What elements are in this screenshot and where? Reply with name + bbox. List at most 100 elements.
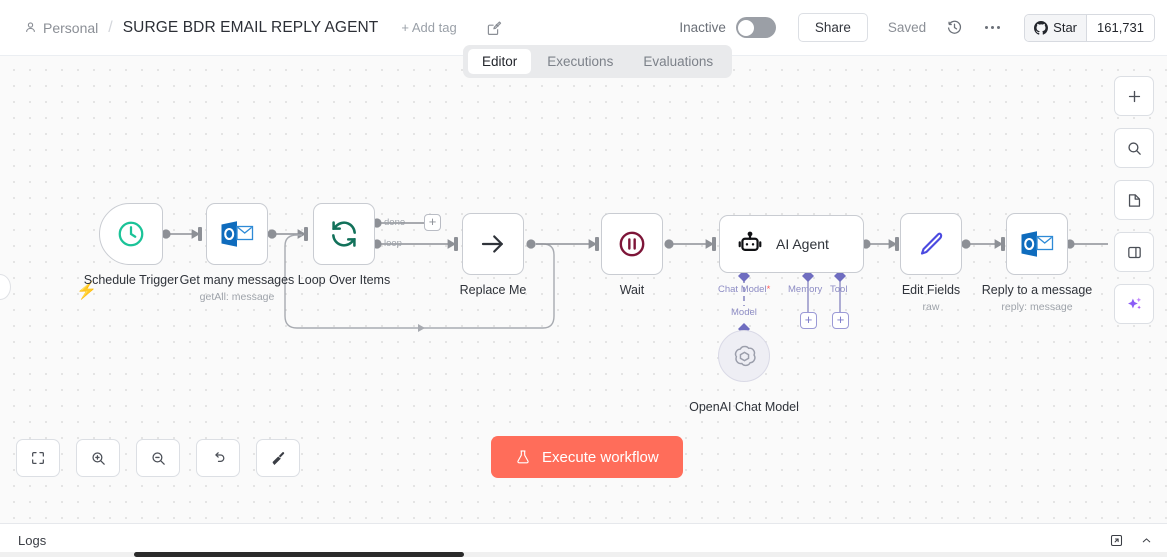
node-label: Wait <box>619 283 645 297</box>
zoom-out-icon <box>151 451 165 465</box>
save-status: Saved <box>887 20 927 35</box>
zoom-in-button[interactable] <box>76 439 120 477</box>
reset-zoom-button[interactable] <box>196 439 240 477</box>
add-tool-button[interactable]: + <box>832 312 849 329</box>
scrollbar-thumb[interactable] <box>134 552 464 557</box>
required-asterisk: * <box>766 284 771 295</box>
node-label: Replace Me <box>459 283 527 297</box>
share-button[interactable]: Share <box>797 13 868 42</box>
breadcrumb-separator: / <box>108 18 113 36</box>
trigger-bolt-icon: ⚡ <box>76 281 98 300</box>
node-loop-over-items[interactable]: Loop Over Items <box>298 203 390 287</box>
tab-executions[interactable]: Executions <box>547 54 614 69</box>
canvas-zoom-toolbar <box>16 439 300 477</box>
breadcrumb-project-label: Personal <box>43 19 99 36</box>
search-nodes-button[interactable] <box>1114 128 1154 168</box>
agent-connector-tool[interactable]: Tool <box>830 284 848 295</box>
activation-toggle[interactable] <box>735 17 776 38</box>
add-tag-button[interactable]: + Add tag <box>401 20 457 35</box>
outlook-icon <box>1021 231 1054 257</box>
breadcrumb: Personal / SURGE BDR EMAIL REPLY AGENT +… <box>24 19 502 37</box>
agent-connector-label: Chat Model <box>718 284 767 295</box>
node-body[interactable] <box>206 203 268 265</box>
port-label-loop: loop <box>384 238 402 249</box>
github-star-count: 161,731 <box>1086 14 1154 41</box>
node-wait[interactable]: Wait <box>601 213 663 297</box>
node-edit-fields[interactable]: Edit Fields raw <box>900 213 962 313</box>
add-sticky-note-button[interactable] <box>1114 180 1154 220</box>
node-get-many-messages[interactable]: Get many messages getAll: message <box>180 203 294 303</box>
node-body[interactable] <box>601 213 663 275</box>
breadcrumb-project[interactable]: Personal <box>24 20 98 36</box>
node-label: Loop Over Items <box>297 273 391 287</box>
document-icon <box>1128 193 1140 207</box>
logs-title[interactable]: Logs <box>18 533 47 548</box>
add-node-toolbar-button[interactable] <box>1114 76 1154 116</box>
horizontal-scrollbar[interactable] <box>0 552 1167 557</box>
add-memory-button[interactable]: + <box>800 312 817 329</box>
tidy-up-button[interactable] <box>256 439 300 477</box>
node-openai-chat-model[interactable]: OpenAI Chat Model <box>689 330 799 414</box>
panel-toggle-icon <box>1127 246 1141 258</box>
zoom-out-button[interactable] <box>136 439 180 477</box>
outlook-icon <box>221 221 254 247</box>
person-icon <box>26 22 35 32</box>
ai-sparkle-icon <box>1127 297 1141 309</box>
node-body[interactable]: AI Agent <box>719 215 864 273</box>
fit-view-icon <box>32 452 44 464</box>
node-label: Edit Fields <box>901 283 961 297</box>
plus-icon <box>1128 90 1140 102</box>
github-icon <box>1034 20 1049 35</box>
logs-bar[interactable]: Logs <box>0 523 1167 557</box>
page-title[interactable]: SURGE BDR EMAIL REPLY AGENT <box>122 18 379 36</box>
reset-zoom-icon <box>214 451 224 462</box>
arrow-right-icon <box>481 235 503 253</box>
node-body[interactable] <box>1006 213 1068 275</box>
node-label: OpenAI Chat Model <box>689 400 799 414</box>
node-body[interactable] <box>462 213 524 275</box>
ai-assistant-button[interactable] <box>1114 284 1154 324</box>
node-reply-to-a-message[interactable]: Reply to a message reply: message <box>982 213 1092 313</box>
header-actions: Inactive Share Saved Star 161,731 <box>679 13 1167 42</box>
add-node-button-done[interactable]: + <box>424 214 441 231</box>
openai-icon <box>734 345 756 366</box>
pause-circle-icon <box>619 231 645 257</box>
canvas-right-toolbar <box>1114 76 1154 324</box>
node-body[interactable] <box>900 213 962 275</box>
github-star-button[interactable]: Star 161,731 <box>1024 13 1155 42</box>
node-body[interactable] <box>718 330 770 382</box>
open-panel-icon[interactable] <box>1109 533 1124 548</box>
toggle-knob <box>738 19 755 36</box>
note-edit-icon[interactable] <box>486 20 502 36</box>
toggle-panel-button[interactable] <box>1114 232 1154 272</box>
node-schedule-trigger[interactable]: Schedule Trigger <box>84 203 178 287</box>
node-label: Reply to a message <box>981 283 1093 297</box>
tidy-up-broom-icon <box>272 451 284 465</box>
port-label-done: done <box>384 217 406 228</box>
node-replace-me[interactable]: Replace Me <box>460 213 526 297</box>
more-options-button[interactable] <box>985 26 1001 29</box>
activation-label: Inactive <box>679 20 726 35</box>
node-ai-agent[interactable]: AI Agent <box>719 215 864 273</box>
node-body[interactable] <box>99 203 163 265</box>
agent-connector-memory[interactable]: Memory <box>788 284 823 295</box>
editor-tabs: Editor Executions Evaluations <box>463 45 733 78</box>
execute-workflow-label: Execute workflow <box>542 448 659 466</box>
chevron-up-icon[interactable] <box>1140 534 1153 547</box>
model-link-label: Model <box>731 307 757 318</box>
tab-editor[interactable]: Editor <box>468 49 532 74</box>
robot-icon <box>738 231 762 251</box>
execute-workflow-button[interactable]: Execute workflow <box>491 436 683 478</box>
search-icon <box>1127 141 1141 155</box>
workflow-canvas[interactable]: ⚡ Schedule Trigger Get many messages <box>0 56 1167 523</box>
node-label: AI Agent <box>776 236 829 252</box>
agent-connector-chat-model[interactable]: Chat Model* <box>718 284 770 295</box>
node-body[interactable] <box>313 203 375 265</box>
node-subtitle: raw <box>922 301 940 313</box>
flask-icon <box>517 450 529 464</box>
history-clock-icon[interactable] <box>946 19 963 36</box>
github-star-left[interactable]: Star <box>1025 14 1086 41</box>
tab-evaluations[interactable]: Evaluations <box>643 54 714 69</box>
github-star-label: Star <box>1053 20 1077 35</box>
fit-view-button[interactable] <box>16 439 60 477</box>
